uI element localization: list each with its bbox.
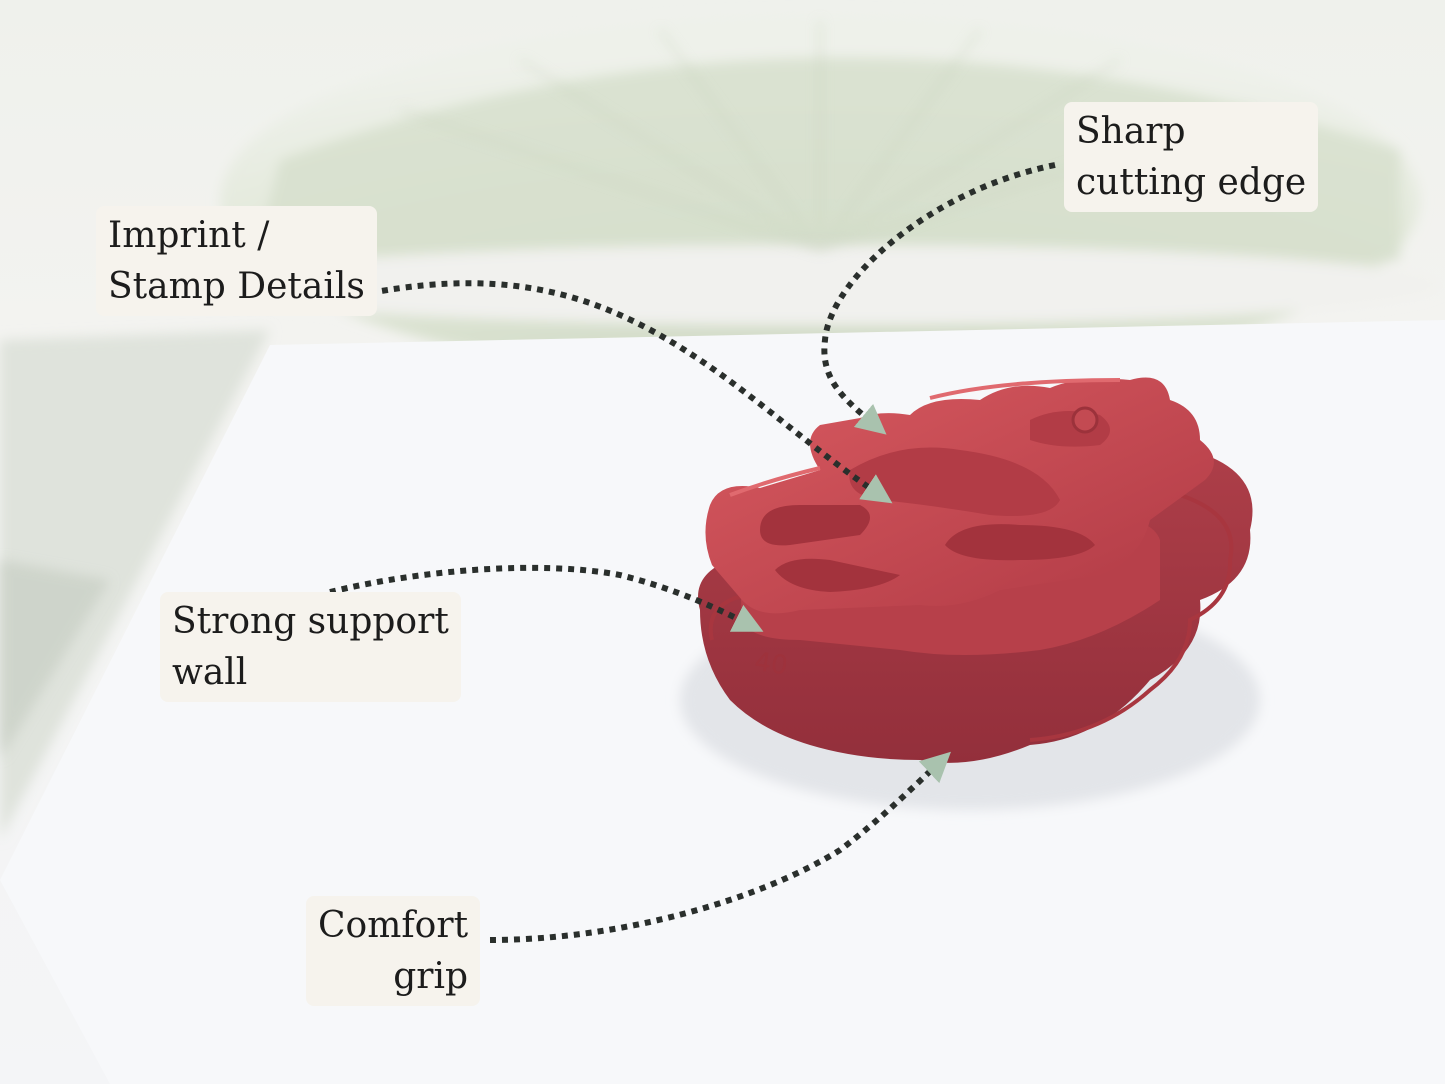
arrow-support (329, 564, 764, 632)
label-comfort-line2: grip (393, 956, 469, 998)
label-support: Strong support wall (160, 592, 461, 703)
callout-arrows (329, 162, 1056, 943)
label-comfort-line1: Comfort (318, 905, 469, 946)
label-support-line2: wall (172, 652, 248, 694)
label-support-line1: Strong support (172, 601, 449, 642)
label-comfort: Comfort grip (306, 896, 481, 1007)
label-imprint: Imprint / Stamp Details (96, 206, 377, 317)
size-mark: 40 (753, 647, 790, 681)
label-imprint-line2: Stamp Details (108, 266, 365, 308)
arrow-comfort (489, 751, 951, 943)
label-sharp: Sharp cutting edge (1064, 102, 1319, 213)
arrow-imprint (369, 280, 893, 504)
arrow-sharp (821, 162, 1056, 435)
label-imprint-line1: Imprint / (108, 215, 270, 256)
label-sharp-line1: Sharp (1076, 111, 1186, 152)
cutter: 40 (698, 377, 1253, 763)
label-sharp-line2: cutting edge (1076, 162, 1307, 204)
